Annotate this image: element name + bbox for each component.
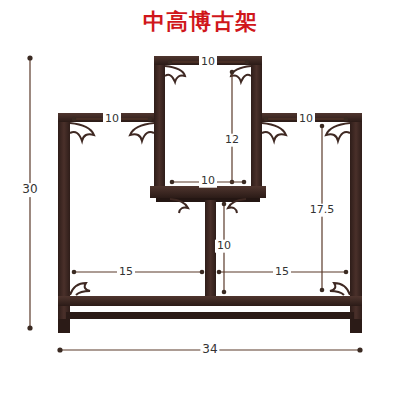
dimension-label: 10 <box>199 56 217 69</box>
dimension-label: 10 <box>199 175 217 188</box>
dimension-label: 34 <box>200 343 219 357</box>
dimension-label: 15 <box>117 266 135 279</box>
dimension-lines <box>27 55 362 352</box>
dimension-label: 17.5 <box>308 204 337 217</box>
dimension-label: 10 <box>297 113 315 126</box>
dimension-label: 30 <box>20 183 39 197</box>
dimension-label: 10 <box>215 240 233 253</box>
dimension-label: 10 <box>103 113 121 126</box>
title: 中高博古架 <box>143 7 258 37</box>
dimension-label: 12 <box>223 134 241 147</box>
shelf-frame <box>58 56 362 333</box>
dimension-label: 15 <box>273 266 291 279</box>
